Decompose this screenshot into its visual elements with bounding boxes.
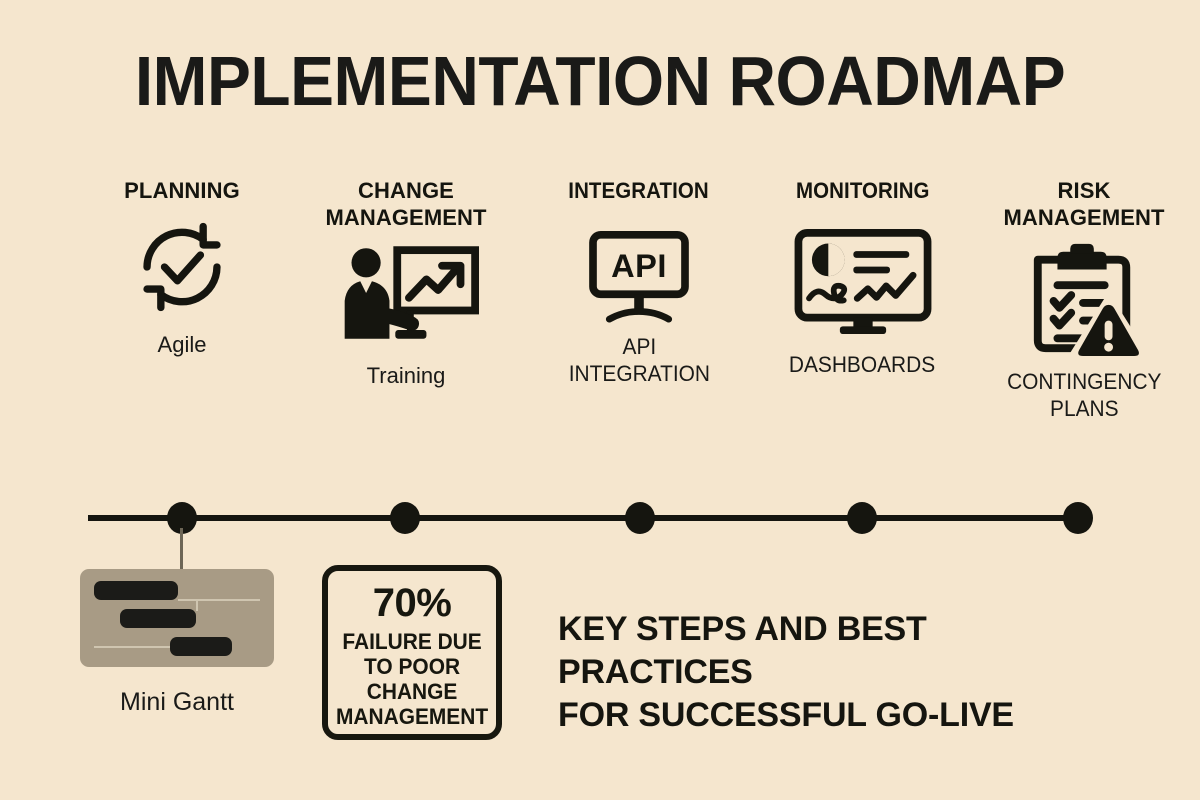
- stage-change-management-heading: CHANGE MANAGEMENT: [325, 178, 487, 230]
- mini-gantt-label: Mini Gantt: [120, 688, 234, 716]
- tagline: KEY STEPS AND BEST PRACTICES FOR SUCCESS…: [558, 610, 1014, 734]
- failure-stat-callout: 70% FAILURE DUE TO POOR CHANGE MANAGEMEN…: [322, 565, 502, 740]
- gantt-link-1: [178, 599, 260, 601]
- stage-change-management-caption: Training: [366, 362, 446, 388]
- stage-risk-management: RISK MANAGEMENT CON: [968, 178, 1200, 422]
- stage-change-management: CHANGE MANAGEMENT Training: [286, 178, 526, 389]
- failure-stat-percent: 70%: [372, 581, 452, 625]
- stage-planning-heading: PLANNING: [124, 178, 240, 203]
- stage-monitoring-heading: MONITORING: [795, 178, 930, 203]
- stage-risk-management-heading: RISK MANAGEMENT: [1003, 178, 1165, 230]
- api-monitor-icon: API: [588, 230, 690, 323]
- dashboard-monitor-icon: [793, 228, 933, 335]
- gantt-connector-line: [180, 528, 183, 590]
- svg-text:API: API: [611, 248, 667, 284]
- page-title: IMPLEMENTATION ROADMAP: [134, 42, 1066, 120]
- timeline-node-integration[interactable]: [625, 502, 655, 534]
- gantt-bar-2: [120, 609, 196, 628]
- timeline-node-change[interactable]: [390, 502, 420, 534]
- stage-integration-caption: API INTEGRATION: [568, 333, 710, 387]
- stage-planning-caption: Agile: [157, 331, 207, 357]
- stage-integration-heading: INTEGRATION: [568, 178, 710, 203]
- timeline-node-risk[interactable]: [1063, 502, 1093, 534]
- timeline-node-monitoring[interactable]: [847, 502, 877, 534]
- gantt-link-2: [196, 599, 198, 611]
- timeline-axis: [88, 515, 1082, 521]
- stage-monitoring: MONITORING DASHBOARDS: [755, 178, 970, 378]
- refresh-check-icon: [136, 221, 228, 313]
- gantt-bar-1: [94, 581, 178, 600]
- stage-planning: PLANNING Agile: [62, 178, 302, 358]
- mini-gantt-card: [80, 569, 274, 667]
- presenter-chart-icon: [333, 242, 479, 342]
- gantt-bar-3: [170, 637, 232, 656]
- clipboard-warning-icon: [1024, 238, 1148, 362]
- failure-stat-text: FAILURE DUE TO POOR CHANGE MANAGEMENT: [335, 629, 489, 730]
- stage-integration: INTEGRATION API API INTEGRATION: [528, 178, 750, 387]
- stage-risk-management-caption: CONTINGENCY PLANS: [1006, 368, 1162, 421]
- stage-monitoring-caption: DASHBOARDS: [789, 351, 936, 377]
- gantt-link-3: [94, 646, 178, 648]
